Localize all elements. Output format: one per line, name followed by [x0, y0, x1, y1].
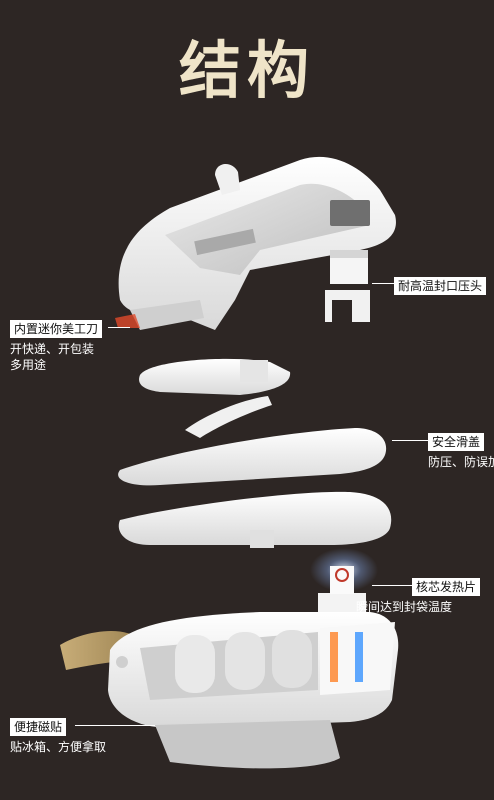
- middle-frame-part: [118, 491, 392, 548]
- slider-parts: [139, 358, 291, 438]
- safety-cover-part: [118, 428, 387, 486]
- safety-cover-desc: 防压、防误加热: [428, 455, 494, 469]
- top-lid: [118, 156, 396, 330]
- heater-leader-line: [372, 585, 412, 586]
- blade-desc-line1: 开快递、开包装: [10, 342, 95, 356]
- magnet-leader-line: [75, 725, 155, 726]
- blade-desc-line2: 多用途: [10, 358, 47, 372]
- heater-label: 核芯发热片: [412, 578, 481, 596]
- heater-element: [318, 566, 366, 615]
- seal-head-label: 耐高温封口压头: [394, 277, 487, 295]
- blade-label: 内置迷你美工刀: [10, 320, 103, 338]
- magnet-plate: [155, 720, 340, 769]
- base-unit: [108, 612, 399, 728]
- seal-head-part: [325, 250, 370, 322]
- safety-cover-label: 安全滑盖: [428, 433, 485, 451]
- heater-desc: 瞬间达到封袋温度: [356, 600, 453, 614]
- callout-seal-head: 耐高温封口压头: [394, 275, 487, 295]
- magnet-desc: 贴冰箱、方便拿取: [10, 740, 107, 754]
- page-title: 结构: [178, 34, 315, 107]
- callout-magnet: 便捷磁贴 贴冰箱、方便拿取: [10, 716, 106, 755]
- magnet-label: 便捷磁贴: [10, 718, 67, 736]
- callout-blade: 内置迷你美工刀 开快递、开包装 多用途: [10, 318, 103, 373]
- blade-leader-line: [108, 327, 130, 328]
- callout-heater: 核芯发热片 瞬间达到封袋温度: [356, 576, 481, 615]
- seal-head-leader-line: [372, 283, 394, 284]
- cover-leader-line: [392, 440, 428, 441]
- callout-safety-cover: 安全滑盖 防压、防误加热: [428, 431, 494, 470]
- blade-part: [115, 300, 204, 330]
